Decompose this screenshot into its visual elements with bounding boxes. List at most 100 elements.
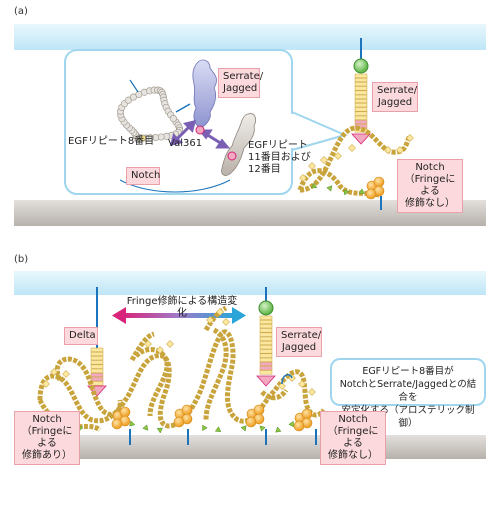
panel-b	[14, 271, 486, 459]
egf-repeat	[354, 124, 368, 129]
egf-repeat-small	[166, 340, 174, 348]
egf-repeat	[259, 357, 273, 362]
membrane-top-a	[14, 24, 486, 50]
glycan-triangle	[240, 425, 247, 432]
notch-egf-chain	[299, 125, 413, 193]
serrate-structure	[192, 59, 217, 129]
notch-domain-ball	[365, 188, 377, 200]
egf-repeat	[259, 345, 273, 350]
egf-repeat	[90, 377, 104, 382]
egf-repeat	[354, 107, 368, 112]
interaction-arrows	[169, 119, 231, 149]
egf-repeat	[90, 368, 104, 373]
egf-repeat-small	[50, 368, 58, 376]
egf-repeat-small	[222, 318, 230, 326]
notch-domain-ball	[373, 176, 385, 188]
glycan-triangle	[214, 426, 222, 432]
panel-a-notch-tag: Notch （Fringeによる 修飾なし）	[397, 159, 463, 213]
glycan-triangle	[275, 426, 282, 433]
egf-repeat	[259, 353, 273, 358]
membrane-top-b	[14, 271, 486, 295]
panel-a-complex	[297, 38, 414, 210]
glycan-triangle	[259, 425, 266, 432]
glycan-triangle	[326, 185, 333, 192]
glycan-triangle	[343, 189, 350, 196]
egf-repeat	[259, 349, 273, 354]
chain-tail	[129, 79, 139, 93]
delta-tag: Delta	[64, 327, 98, 345]
egf-repeat	[354, 86, 368, 91]
chain-link	[175, 103, 191, 113]
notch-domain-ball	[181, 404, 193, 416]
egf-repeat	[259, 315, 273, 320]
glycan-triangle	[358, 188, 366, 194]
egf-repeat-small	[406, 134, 414, 142]
panel-a-label: (a)	[14, 6, 28, 17]
egf-repeat	[354, 82, 368, 87]
egf-repeat	[259, 340, 273, 346]
egf-repeat	[259, 336, 273, 341]
panel-b-notch-unmodified-tag: Notch （Fringeによる 修飾なし）	[320, 411, 386, 465]
egf-repeat	[354, 98, 368, 104]
egf-repeat-small	[334, 152, 342, 160]
serrate-b-pink-tip	[256, 375, 276, 387]
egf-repeat-small	[42, 380, 50, 388]
egf-repeat	[259, 332, 273, 337]
serrate-head-a	[353, 58, 369, 74]
egf-repeat-small	[216, 308, 224, 316]
val361-label: Val361	[168, 138, 203, 149]
egf-repeat-small	[278, 382, 286, 390]
egf-repeat	[90, 372, 104, 378]
egf-repeat	[354, 94, 368, 99]
notch-domain-ball	[245, 416, 257, 428]
egf-repeat	[90, 360, 104, 365]
glycan-triangle	[310, 182, 318, 189]
egf-repeat	[259, 361, 273, 367]
panel-a-serrate-tag: Serrate/ Jagged	[372, 82, 418, 112]
egf-repeat	[354, 73, 368, 78]
notch-domain-ball	[119, 406, 131, 418]
egf-repeat	[259, 319, 273, 325]
egf-repeat-small	[144, 340, 152, 348]
glycan-triangle	[288, 420, 294, 428]
egf-repeat	[90, 351, 104, 357]
notch-chain-a	[297, 125, 414, 200]
serrate-head-b	[258, 300, 274, 316]
notch-egf-chain	[260, 388, 289, 401]
egf-11-12-label: EGFリピート 11番目および 12番目	[248, 140, 311, 175]
egf-repeat	[354, 111, 368, 116]
egf-repeat-small	[206, 316, 214, 324]
notch-egf-chain	[129, 331, 155, 362]
egf-repeat	[259, 324, 273, 329]
egf-repeat	[354, 119, 368, 125]
inset-notch-tag: Notch	[126, 167, 160, 185]
bead	[169, 115, 177, 123]
panel-b-label: (b)	[14, 254, 29, 265]
egf-repeat-small	[62, 370, 70, 378]
notch-domain-ball	[253, 404, 265, 416]
egf-repeat	[354, 77, 368, 83]
egf-repeat	[259, 366, 273, 371]
glycan-triangle	[129, 420, 136, 427]
egf-repeat	[259, 328, 273, 333]
egf-repeat	[354, 115, 368, 120]
notch-egf-chain	[203, 305, 228, 332]
notch-egf-chain	[134, 346, 170, 417]
egf-repeat-small	[156, 346, 164, 354]
egf8-label: EGFリピート8番目	[68, 136, 155, 147]
egf-repeat-small	[320, 156, 328, 164]
glycan-triangle	[202, 424, 208, 432]
notch-domain-ball	[111, 418, 123, 430]
panel-b-notch-modified-tag: Notch （Fringeによる 修飾あり）	[14, 411, 80, 465]
conformation-change-arrow	[112, 307, 246, 324]
notch-domain-ball	[293, 420, 305, 432]
notch-domain-ball	[173, 416, 185, 428]
egf-repeat-small	[348, 144, 356, 152]
egf-repeat-small	[396, 146, 404, 154]
egf-repeat-small	[308, 388, 316, 396]
inset-serrate-tag: Serrate/ Jagged	[218, 68, 263, 98]
glycan-triangle	[142, 424, 149, 431]
egf-repeat	[259, 370, 273, 375]
notch-chains-b	[37, 305, 326, 445]
notch-domain-ball	[301, 408, 313, 420]
